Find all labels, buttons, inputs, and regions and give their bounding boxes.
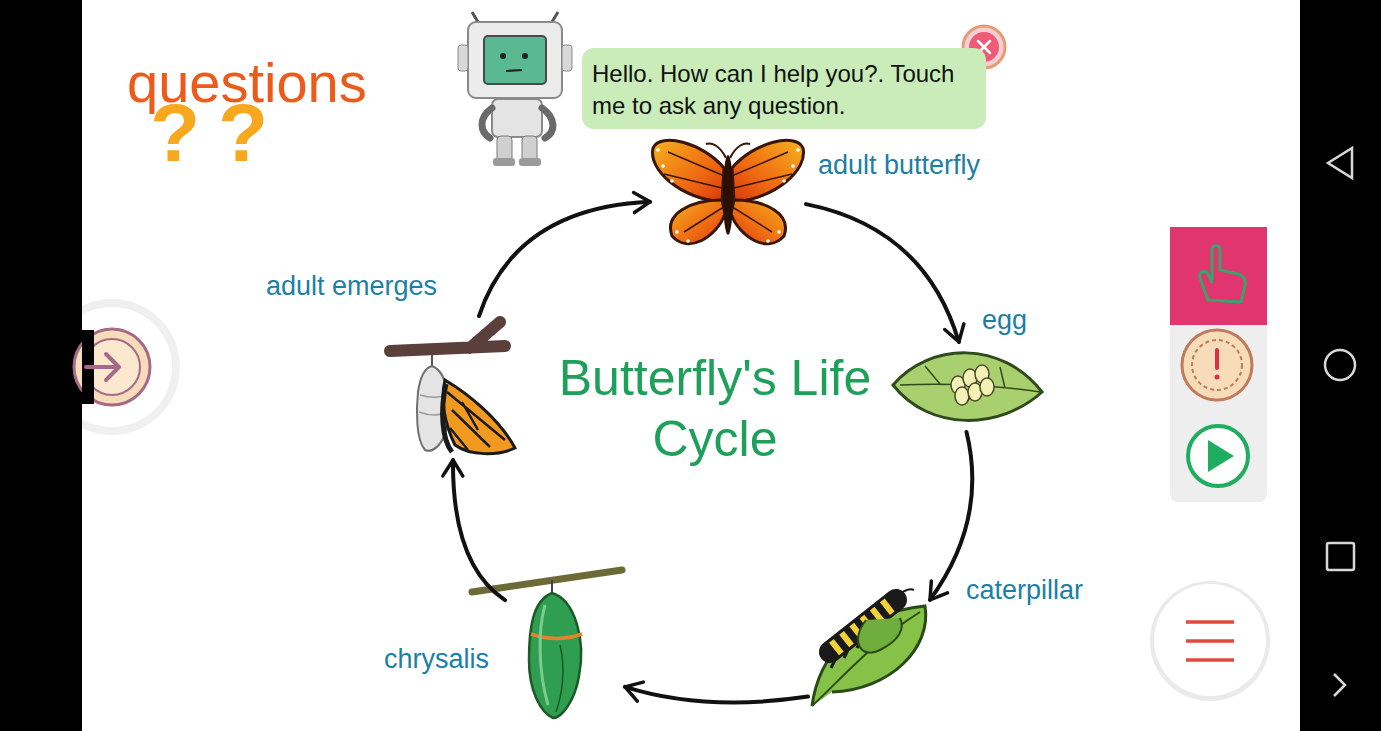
butterfly-figure-part xyxy=(731,140,804,243)
robot-assistant-part xyxy=(482,108,553,138)
nav-icons-part xyxy=(1325,350,1355,380)
question-marks: ?? xyxy=(150,92,286,174)
stage-caterpillar: caterpillar xyxy=(808,585,930,709)
butterfly-figure-part xyxy=(706,144,750,158)
nav-icons-part xyxy=(1334,674,1345,696)
butterfly-figure-part-part xyxy=(686,239,690,243)
chrysalis-figure-part xyxy=(529,593,581,718)
stage-label: chrysalis xyxy=(384,644,489,675)
butterfly-figure-part-part xyxy=(664,152,722,232)
butterfly-figure-part xyxy=(723,155,733,235)
egg-leaf-figure-part-part xyxy=(980,378,994,396)
egg-leaf-figure-part-part xyxy=(955,387,969,405)
robot-assistant-part xyxy=(468,22,562,98)
robot-assistant-part xyxy=(522,53,528,59)
tool-panel xyxy=(1170,227,1267,502)
egg-leaf-figure-part xyxy=(893,353,1042,421)
butterfly-figure-part-part xyxy=(782,179,786,183)
tool-panel-part xyxy=(1188,426,1248,486)
nav-icons-part xyxy=(1328,148,1352,178)
tool-panel-part xyxy=(1208,440,1234,472)
robot-assistant-part xyxy=(493,158,515,166)
tool-panel-part xyxy=(1215,350,1219,368)
menu-button-part xyxy=(1150,581,1270,701)
tool-panel-part xyxy=(1215,375,1220,380)
robot-assistant-part xyxy=(500,53,506,59)
tool-panel-part xyxy=(1200,246,1246,303)
caterpillar-figure-part xyxy=(896,589,914,597)
speech-bubble: Hello. How can I help you?. Touch me to … xyxy=(582,48,986,129)
robot-assistant-part xyxy=(492,99,542,137)
chrysalis-figure-part xyxy=(556,645,563,712)
cycle-arrow xyxy=(625,687,808,703)
cycle-arrow xyxy=(479,202,650,316)
left-bar xyxy=(0,0,82,731)
stage-chrysalis: chrysalis xyxy=(505,566,625,721)
stage-label: egg xyxy=(982,305,1027,336)
menu-button xyxy=(1150,581,1270,701)
butterfly-figure-part-part xyxy=(791,164,795,168)
exit-button xyxy=(0,290,180,445)
egg-leaf-figure xyxy=(893,353,1042,421)
stage-adult-emerges: adult emerges xyxy=(388,316,518,460)
tool-panel-part xyxy=(1170,227,1267,502)
menu-button-part xyxy=(1154,584,1266,696)
tool-panel-part xyxy=(1192,340,1242,390)
emerging-butterfly-figure-part xyxy=(443,380,515,454)
nav-icons-part xyxy=(1327,543,1354,570)
stage-egg: egg xyxy=(890,342,1043,432)
diagram-title: Butterfly's Life Cycle xyxy=(545,348,885,470)
robot-assistant-part xyxy=(562,45,572,71)
robot-assistant-part xyxy=(519,158,541,166)
emerging-butterfly-figure-part xyxy=(390,322,505,351)
menu-button-part xyxy=(1186,622,1234,660)
egg-leaf-figure-part xyxy=(951,365,994,405)
butterfly-figure-part xyxy=(656,148,800,243)
cycle-arrow xyxy=(453,460,505,600)
emerging-butterfly-figure xyxy=(390,322,515,454)
butterfly-figure-part-part xyxy=(661,164,665,168)
nav-bar xyxy=(1300,0,1381,731)
butterfly-figure-part-part xyxy=(656,148,660,152)
tool-panel-part xyxy=(1170,227,1267,325)
chrysalis-figure-part xyxy=(531,634,582,639)
cycle-arrow xyxy=(806,204,959,342)
butterfly-figure-part-part xyxy=(675,230,679,234)
robot-assistant-part xyxy=(484,36,546,84)
butterfly-figure xyxy=(652,140,803,243)
emerging-butterfly-figure-part xyxy=(447,392,505,450)
stage-label: caterpillar xyxy=(966,575,1083,606)
caterpillar-figure xyxy=(812,589,926,706)
stage-label: adult butterfly xyxy=(818,150,980,181)
butterfly-figure-part-part xyxy=(796,148,800,152)
chrysalis-figure-part xyxy=(540,605,548,705)
tool-panel-part xyxy=(1182,330,1252,400)
butterfly-figure-part xyxy=(652,140,725,243)
cycle-arrow xyxy=(930,432,972,600)
caterpillar-figure-part xyxy=(858,618,902,653)
butterfly-figure-part-part xyxy=(766,239,770,243)
stage-adult-butterfly: adult butterfly xyxy=(650,138,806,252)
robot-assistant-part xyxy=(472,12,558,22)
exit-button-part xyxy=(0,290,82,445)
robot-assistant xyxy=(458,12,572,166)
exit-button-part xyxy=(86,354,119,380)
butterfly-figure-part-part xyxy=(777,230,781,234)
bubble-text: Hello. How can I help you?. Touch me to … xyxy=(592,58,974,121)
nav-icons xyxy=(1325,148,1355,696)
chrysalis-figure-part xyxy=(472,570,622,592)
robot-assistant-part xyxy=(506,70,522,71)
emerging-butterfly-figure-part xyxy=(443,384,452,452)
exit-button-part xyxy=(74,329,150,405)
egg-leaf-figure-part xyxy=(900,366,1040,404)
robot-assistant-part xyxy=(458,45,468,71)
butterfly-figure-part-part xyxy=(670,179,674,183)
stage-label: adult emerges xyxy=(266,271,437,302)
butterfly-figure-part-part xyxy=(671,200,725,244)
